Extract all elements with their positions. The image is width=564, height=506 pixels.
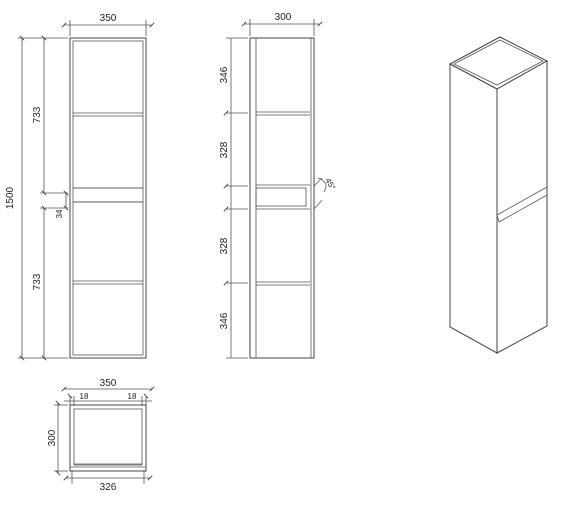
front-lower-height-label: 733 — [32, 273, 43, 290]
side-depth-label: 300 — [275, 12, 292, 23]
side-handle-recess — [255, 187, 307, 207]
top-left-panel-label: 18 — [80, 392, 89, 401]
iso-top-inner — [453, 39, 544, 86]
front-lower-door — [72, 201, 144, 356]
iso-door-split-edge — [496, 214, 500, 223]
side-lower-bottom-label: 346 — [219, 312, 230, 329]
side-angle-leader — [313, 177, 327, 210]
front-gap-label: 34 — [55, 209, 64, 218]
top-outline — [69, 404, 147, 472]
front-total-height-label: 1500 — [5, 186, 16, 209]
front-cabinet-outline — [69, 37, 147, 359]
front-width-label: 350 — [100, 13, 117, 24]
iso-front-face — [496, 60, 548, 354]
top-inner-width-label: 326 — [100, 482, 117, 493]
iso-door-split-lower — [498, 194, 548, 223]
iso-door-split-upper — [496, 186, 548, 216]
side-outline — [249, 37, 315, 359]
top-inner — [73, 408, 143, 466]
top-depth-label: 300 — [47, 429, 58, 446]
front-upper-height-label: 733 — [32, 106, 43, 123]
top-view: 350 18 18 300 326 — [47, 378, 155, 493]
side-lower-top-label: 328 — [219, 237, 230, 254]
iso-left-face — [449, 63, 498, 354]
isometric-view — [448, 36, 549, 354]
side-upper-top-label: 346 — [219, 66, 230, 83]
top-right-panel-label: 18 — [128, 392, 137, 401]
front-view: 350 1500 733 34 733 — [5, 13, 155, 361]
side-upper-bottom-label: 328 — [219, 141, 230, 158]
side-section-view: 300 346 328 328 346 45° — [219, 12, 337, 359]
top-width-label: 350 — [100, 378, 117, 389]
